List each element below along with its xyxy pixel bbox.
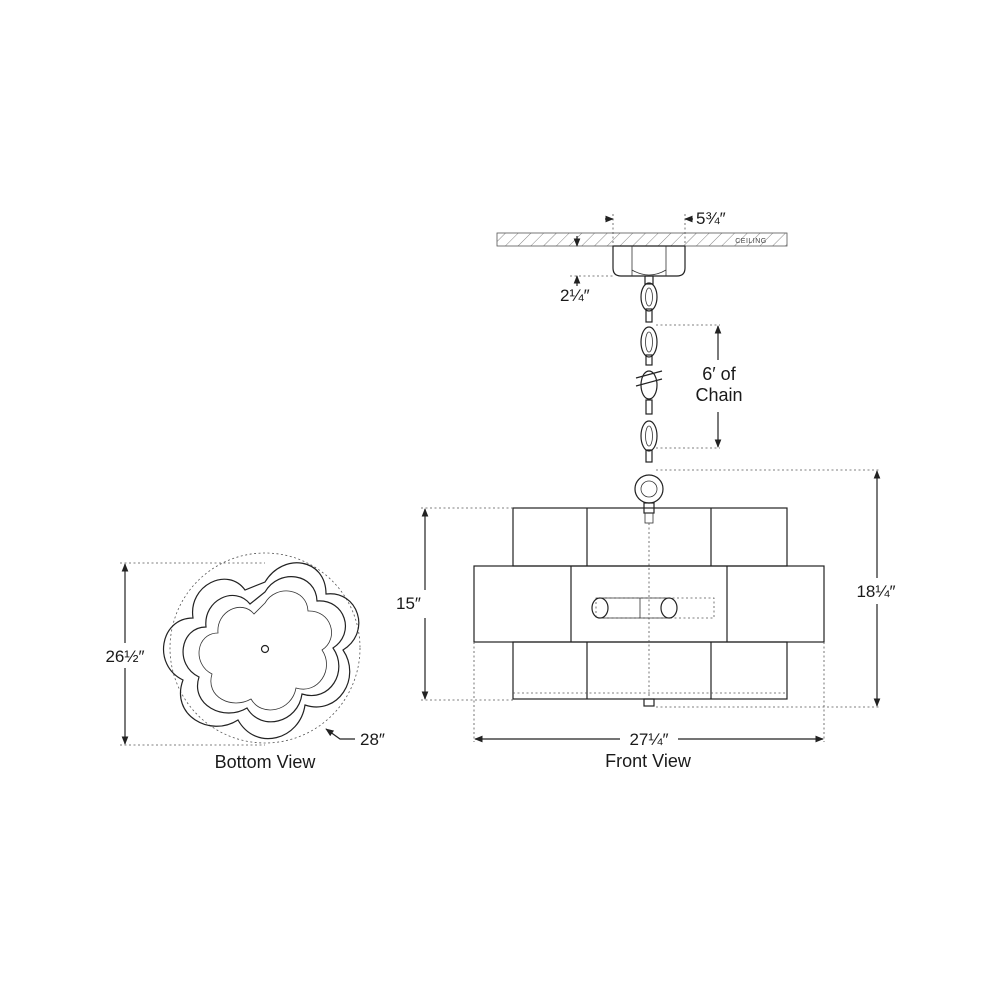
bottom-view-label: Bottom View: [215, 752, 317, 772]
front-width-label: 27¼″: [629, 730, 668, 749]
canopy: [612, 245, 686, 277]
overall-height-label: 18¼″: [856, 582, 895, 601]
bottom-depth-dimension: 26½″: [105, 562, 265, 746]
bottom-depth-label: 26½″: [105, 647, 144, 666]
canopy-width-dimension: 5¾″: [605, 209, 726, 246]
bottom-view-fixture: [162, 552, 361, 744]
overall-height-dimension: 18¼″: [656, 469, 896, 708]
chain-length-line2: Chain: [695, 385, 742, 405]
ceiling-plate: CEILING: [496, 232, 788, 247]
ceiling-label: CEILING: [735, 238, 767, 245]
bottom-diameter-dimension: 28″: [325, 728, 385, 749]
canopy-width-label: 5¾″: [696, 209, 726, 228]
chain: [634, 275, 664, 524]
shade-height-label: 15″: [396, 594, 421, 613]
canopy-height-label: 2¼″: [560, 286, 590, 305]
chain-length-dimension: 6′ of Chain: [656, 324, 743, 449]
shade-height-dimension: 15″: [396, 507, 513, 701]
front-view-label: Front View: [605, 751, 692, 771]
front-width-dimension: 27¼″: [473, 642, 825, 749]
chain-length-line1: 6′ of: [702, 364, 736, 384]
bottom-diameter-label: 28″: [360, 730, 385, 749]
canopy-height-dimension: 2¼″: [560, 236, 613, 305]
front-view-fixture: [473, 507, 825, 707]
